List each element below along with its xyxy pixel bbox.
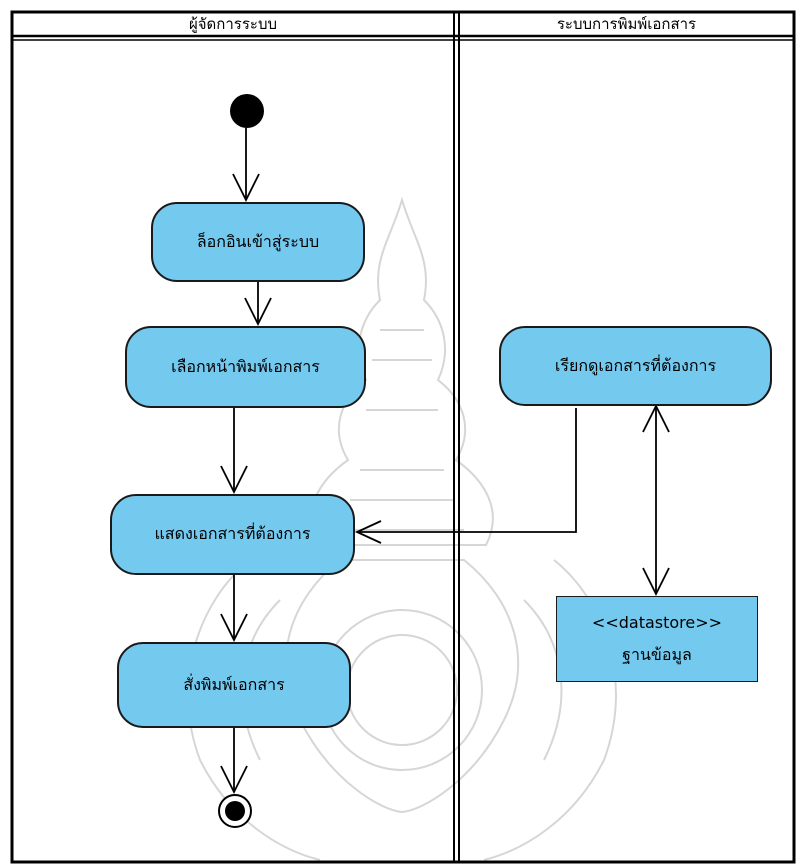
action-fetch-documents: เรียกดูเอกสารที่ต้องการ: [499, 326, 772, 406]
datastore-name: ฐานข้อมูล: [622, 645, 692, 664]
datastore-stereotype: <<datastore>>: [591, 613, 723, 632]
action-select-print-page: เลือกหน้าพิมพ์เอกสาร: [125, 326, 366, 408]
action-show-documents: แสดงเอกสารที่ต้องการ: [110, 494, 355, 575]
action-print-order: สั่งพิมพ์เอกสาร: [117, 642, 351, 728]
datastore-database: <<datastore>> ฐานข้อมูล: [556, 596, 758, 682]
lane-title-document-print-system: ระบบการพิมพ์เอกสาร: [556, 15, 697, 33]
action-login: ล็อกอินเข้าสู่ระบบ: [151, 202, 365, 282]
initial-node-icon: [230, 94, 264, 128]
lane-title-system-manager: ผู้จัดการระบบ: [188, 15, 278, 33]
final-node-icon: [218, 794, 252, 828]
